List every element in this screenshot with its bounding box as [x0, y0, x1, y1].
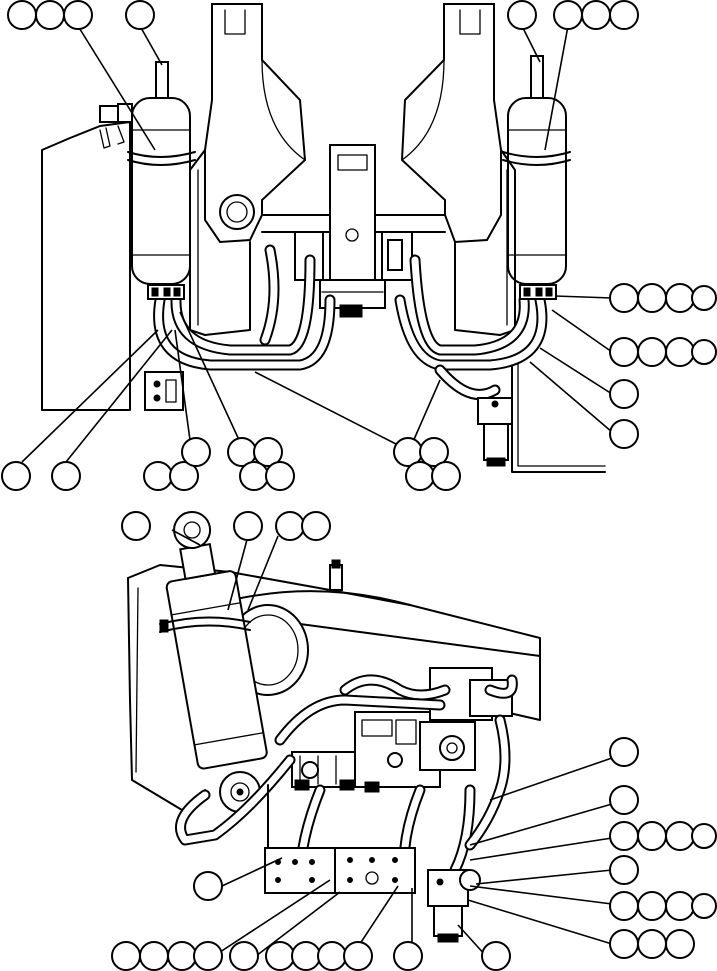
callout-bubble [609, 891, 639, 921]
callout-bubble [193, 941, 223, 971]
perforated-plates [264, 847, 416, 894]
callout-bubble [229, 941, 259, 971]
callout-bubble [609, 929, 639, 959]
left-lift-arm [189, 3, 307, 336]
callout-bubble [665, 337, 695, 367]
callout-bubble [7, 0, 37, 30]
left-fitting-bundle [147, 284, 185, 300]
right-filter [477, 397, 513, 467]
callout-bubble [181, 437, 211, 467]
callout-bubble [691, 339, 717, 365]
bottom-view [127, 511, 541, 943]
right-accumulator [502, 55, 571, 285]
valve-bank [291, 667, 513, 793]
callout-bubble [405, 461, 435, 491]
callout-bubble [665, 821, 695, 851]
callout-bubble [691, 823, 717, 849]
right-fitting-bundle [519, 284, 557, 300]
callout-bubble [143, 461, 173, 491]
left-switch-box [144, 371, 184, 411]
callout-bubble [691, 893, 717, 919]
callout-bubble [233, 511, 263, 541]
callout-bubble [609, 419, 639, 449]
top-hoses [153, 244, 548, 400]
callout-bubble [193, 871, 223, 901]
callout-bubble [609, 737, 639, 767]
callout-bubble [691, 285, 717, 311]
right-lift-arm [400, 3, 516, 336]
callout-bubble [111, 941, 141, 971]
callout-bubble [609, 337, 639, 367]
callout-bubble [637, 929, 667, 959]
callout-bubble [609, 379, 639, 409]
callout-bubble [253, 437, 283, 467]
callout-bubble [637, 821, 667, 851]
callout-bubble [265, 461, 295, 491]
callout-bubble [431, 461, 461, 491]
callout-bubble [265, 941, 295, 971]
callout-bubble [609, 785, 639, 815]
callout-bubble [665, 891, 695, 921]
callout-bubble [481, 941, 511, 971]
callout-bubble [317, 941, 347, 971]
left-accumulator [99, 61, 196, 285]
center-valve-block [319, 144, 386, 318]
callout-bubble [637, 337, 667, 367]
bottom-filter [427, 869, 481, 943]
right-guard-bracket [511, 361, 606, 473]
callout-bubble [167, 941, 197, 971]
callout-bubble [609, 283, 639, 313]
callout-bubble [609, 0, 639, 30]
callout-bubble [1, 461, 31, 491]
left-tank-panel [41, 121, 131, 411]
callout-bubble [301, 511, 331, 541]
callout-bubble [125, 0, 155, 30]
callout-bubble [169, 461, 199, 491]
callout-bubble [275, 511, 305, 541]
top-view [41, 3, 606, 473]
callout-bubble [665, 283, 695, 313]
callout-bubble [665, 929, 695, 959]
callout-bubble [609, 855, 639, 885]
callout-bubble [239, 461, 269, 491]
callout-bubble [139, 941, 169, 971]
callout-bubble [343, 941, 373, 971]
callout-leaders [21, 25, 613, 957]
callout-bubble [63, 0, 93, 30]
callout-bubble [121, 511, 151, 541]
callout-bubble [291, 941, 321, 971]
callout-bubble [51, 461, 81, 491]
side-frame [127, 564, 541, 721]
callout-bubble [581, 0, 611, 30]
callout-bubble [553, 0, 583, 30]
callout-bubble [393, 941, 423, 971]
callout-bubble [35, 0, 65, 30]
callout-bubble [609, 821, 639, 851]
callout-bubble [419, 437, 449, 467]
callout-bubble [637, 891, 667, 921]
callout-bubble [637, 283, 667, 313]
callout-bubble [507, 0, 537, 30]
